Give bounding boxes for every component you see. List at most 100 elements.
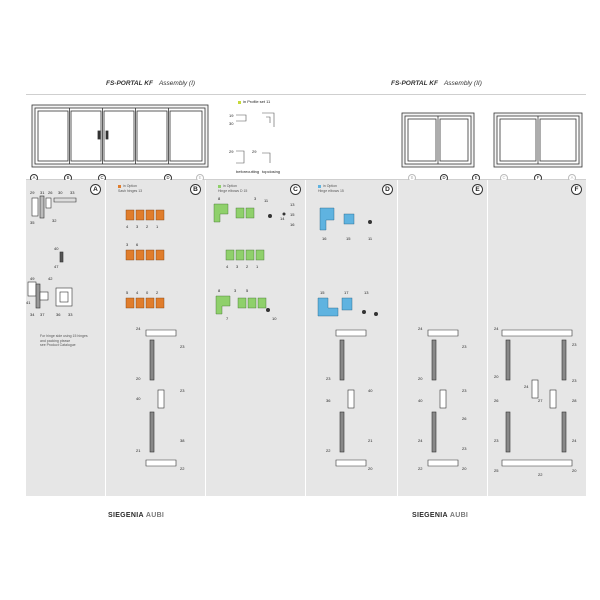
b-num-18: 22 xyxy=(180,466,185,471)
d-num-0: 16 xyxy=(322,236,327,241)
a-num-14: 36 xyxy=(56,312,61,317)
a-num-11: 41 xyxy=(26,300,31,305)
c-num-7: 4 xyxy=(226,264,229,269)
panel-letter-a: A xyxy=(90,184,101,195)
panel-f: F 24 23 20 23 24 27 26 xyxy=(488,180,586,496)
b-num-8: 0 xyxy=(146,290,149,295)
e-num-6: 24 xyxy=(418,438,423,443)
panel-letter-b: B xyxy=(190,184,201,195)
a-num-4: 33 xyxy=(70,190,75,195)
d-num-7: 40 xyxy=(368,388,373,393)
f-num-7: 28 xyxy=(572,398,577,403)
f-num-3: 23 xyxy=(572,378,577,383)
c-num-5: 14 xyxy=(280,216,285,221)
panel-letter-f: F xyxy=(571,184,582,195)
folding-door-two-panel-a xyxy=(401,112,475,168)
b-num-17: 21 xyxy=(136,448,141,453)
c-num-2: 11 xyxy=(264,198,269,203)
f-num-10: 25 xyxy=(494,468,499,473)
d-num-10: 22 xyxy=(326,448,331,453)
a-num-8: 47 xyxy=(54,264,59,269)
c-num-14: 7 xyxy=(226,316,229,321)
f-num-12: 20 xyxy=(572,468,577,473)
profile-detail-sketch xyxy=(236,101,275,164)
f-num-5: 27 xyxy=(538,398,543,403)
a-num-5: 32 xyxy=(52,218,57,223)
b-num-5: 6 xyxy=(136,242,139,247)
before-note: beforecutting xyxy=(236,169,259,174)
d-num-6: 23 xyxy=(326,376,331,381)
e-num-8: 22 xyxy=(418,466,423,471)
assembly-panels: A 29 31 26 30 33 xyxy=(26,180,586,496)
b-num-15: 40 xyxy=(136,396,141,401)
profile-note: in Profile set 11 xyxy=(243,99,271,104)
f-num-2: 20 xyxy=(494,374,499,379)
b-num-3: 1 xyxy=(156,224,159,229)
top-note: topclosing xyxy=(262,169,280,174)
folding-door-two-panel-b xyxy=(493,112,583,168)
d-num-4: 17 xyxy=(344,290,349,295)
c-num-11: 8 xyxy=(218,288,221,293)
b-num-12: 23 xyxy=(180,344,185,349)
c-num-0: 8 xyxy=(218,196,221,201)
detail-num-19: 19 xyxy=(229,113,234,118)
orange-swatch xyxy=(118,184,121,188)
panel-letter-d: D xyxy=(382,184,393,195)
panel-b-drawing: 4 3 2 1 3 6 5 4 0 2 24 23 20 23 40 38 21… xyxy=(125,209,185,471)
f-num-9: 24 xyxy=(572,438,577,443)
b-num-13: 20 xyxy=(136,376,141,381)
b-num-0: 4 xyxy=(126,224,129,229)
detail-num-29: 29 xyxy=(229,149,234,154)
f-num-8: 23 xyxy=(494,438,499,443)
e-num-5: 26 xyxy=(462,416,467,421)
detail-num-29b: 29 xyxy=(252,149,257,154)
f-num-11: 22 xyxy=(538,472,543,477)
door-elevation-band: in Profile set 11 19 30 29 29 beforecutt… xyxy=(26,94,586,180)
a-num-13: 37 xyxy=(40,312,45,317)
e-num-2: 20 xyxy=(418,376,423,381)
panel-c-drawing: 8 3 11 13 15 14 16 4 3 2 1 8 3 5 7 10 xyxy=(213,196,295,321)
f-num-1: 23 xyxy=(572,342,577,347)
d-num-5: 13 xyxy=(364,290,369,295)
a-num-3: 30 xyxy=(58,190,63,195)
d-num-1: 15 xyxy=(346,236,351,241)
f-num-4: 24 xyxy=(524,384,529,389)
a-num-0: 29 xyxy=(30,190,35,195)
b-num-14: 23 xyxy=(180,388,185,393)
folding-door-five-panel xyxy=(31,104,209,168)
c-num-12: 3 xyxy=(234,288,237,293)
panel-e: E 24 23 20 23 40 26 24 23 22 20 xyxy=(398,180,488,496)
b-num-6: 5 xyxy=(126,290,129,295)
e-num-1: 23 xyxy=(462,344,467,349)
a-num-1: 31 xyxy=(40,190,45,195)
c-num-1: 3 xyxy=(254,196,257,201)
panel-letter-c: C xyxy=(290,184,301,195)
e-num-9: 20 xyxy=(462,466,467,471)
a-num-9: 49 xyxy=(30,276,35,281)
d-num-11: 20 xyxy=(368,466,373,471)
d-num-9: 21 xyxy=(368,438,373,443)
d-num-8: 36 xyxy=(326,398,331,403)
panel-a: A 29 31 26 30 33 xyxy=(26,180,106,496)
c-num-6: 16 xyxy=(290,222,295,227)
b-num-7: 4 xyxy=(136,290,139,295)
a-num-6: 35 xyxy=(30,220,35,225)
panel-f-drawing: 24 23 20 23 24 27 26 28 23 24 25 22 20 xyxy=(494,326,577,477)
c-num-8: 3 xyxy=(236,264,239,269)
a-num-7: 40 xyxy=(54,246,59,251)
b-num-4: 3 xyxy=(126,242,129,247)
c-num-10: 1 xyxy=(256,264,259,269)
b-num-16: 38 xyxy=(180,438,185,443)
e-num-0: 24 xyxy=(418,326,423,331)
e-num-7: 23 xyxy=(462,446,467,451)
detail-num-30: 30 xyxy=(229,121,234,126)
